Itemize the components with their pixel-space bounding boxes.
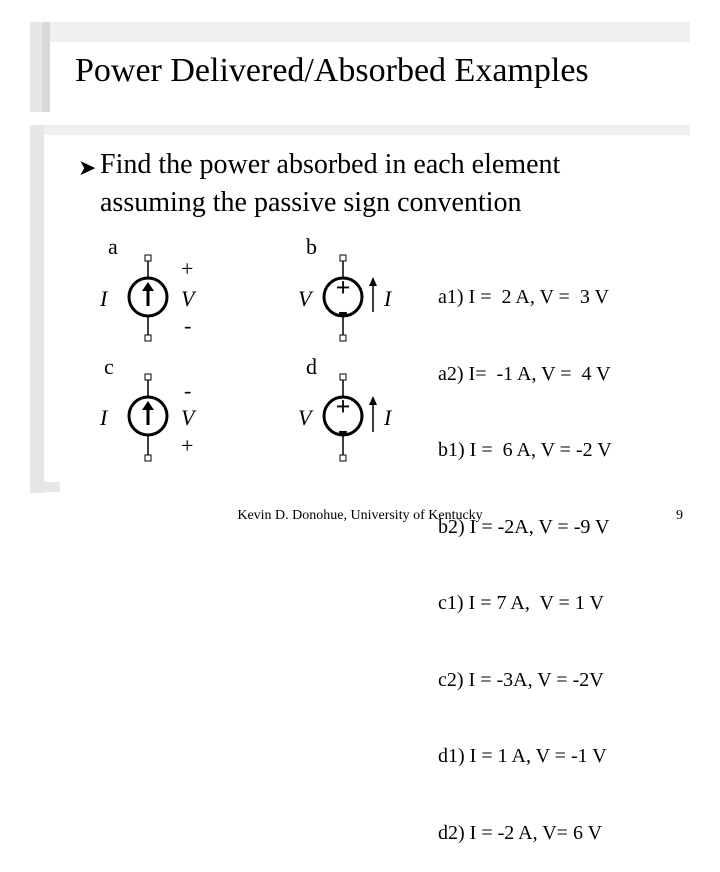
answer-item: d2) I = -2 A, V= 6 V (438, 821, 603, 844)
circuit-diagrams: a I + V - b + - V I c (99, 234, 393, 462)
minus-sign: - (338, 294, 348, 327)
circuit-c: c I - V + (99, 354, 197, 462)
voltage-polarity-top: + (181, 256, 193, 281)
terminal-node (339, 454, 347, 462)
body-frame-top (30, 125, 690, 135)
answer-item: c2) I = -3A, V = -2V (438, 668, 604, 691)
terminal-node (339, 254, 347, 262)
answer-item: b2) I = -2A, V = -9 V (438, 515, 610, 538)
terminal-node (144, 334, 152, 342)
arrowhead-bullet-icon: ➤ (78, 156, 97, 181)
title-frame-top (30, 22, 690, 42)
current-arrow-up-icon (369, 396, 377, 432)
circuit-label-c: c (104, 354, 114, 379)
minus-sign: - (338, 413, 348, 446)
circuit-a: a I + V - (99, 234, 197, 342)
voltage-label: V (298, 405, 314, 430)
voltage-polarity-bottom: - (184, 313, 191, 338)
voltage-polarity-top: - (184, 378, 191, 403)
body-frame-left (30, 125, 44, 493)
current-label: I (99, 405, 109, 430)
current-source-arrow-up-icon (127, 276, 169, 318)
voltage-polarity-bottom: + (181, 433, 193, 458)
answer-item: a2) I= -1 A, V = 4 V (438, 362, 611, 385)
footer-credit: Kevin D. Donohue, University of Kentucky (237, 508, 483, 523)
slide-title: Power Delivered/Absorbed Examples (75, 52, 589, 89)
title-frame-accent (42, 22, 50, 112)
current-label: I (383, 405, 393, 430)
voltage-label: V (181, 286, 197, 311)
circuit-label-d: d (306, 354, 317, 379)
terminal-node (339, 373, 347, 381)
answer-item: a1) I = 2 A, V = 3 V (438, 286, 609, 308)
terminal-node (144, 373, 152, 381)
terminal-node (339, 334, 347, 342)
voltage-label: V (298, 286, 314, 311)
circuit-b: b + - V I (298, 234, 393, 342)
voltage-label: V (181, 405, 197, 430)
bullet-text: Find the power absorbed in each element … (100, 149, 561, 218)
terminal-node (144, 254, 152, 262)
answer-list: a1) I = 2 A, V = 3 V a2) I= -1 A, V = 4 … (438, 234, 612, 872)
body-frame-bottom (30, 482, 60, 492)
plus-sign: + (336, 273, 351, 302)
circuit-label-b: b (306, 234, 317, 259)
plus-sign: + (336, 392, 351, 421)
circuit-label-a: a (108, 234, 118, 259)
answer-item: c1) I = 7 A, V = 1 V (438, 592, 604, 614)
terminal-node (144, 454, 152, 462)
current-label: I (383, 286, 393, 311)
page-number: 9 (676, 508, 683, 523)
current-arrow-up-icon (369, 277, 377, 312)
voltage-source-icon: + - (322, 392, 364, 446)
answer-item: b1) I = 6 A, V = -2 V (438, 439, 612, 461)
voltage-source-icon: + - (322, 273, 364, 327)
answer-item: d1) I = 1 A, V = -1 V (438, 745, 607, 767)
circuit-d: d + - V I (298, 354, 393, 462)
current-label: I (99, 286, 109, 311)
current-source-arrow-up-icon (127, 395, 169, 437)
